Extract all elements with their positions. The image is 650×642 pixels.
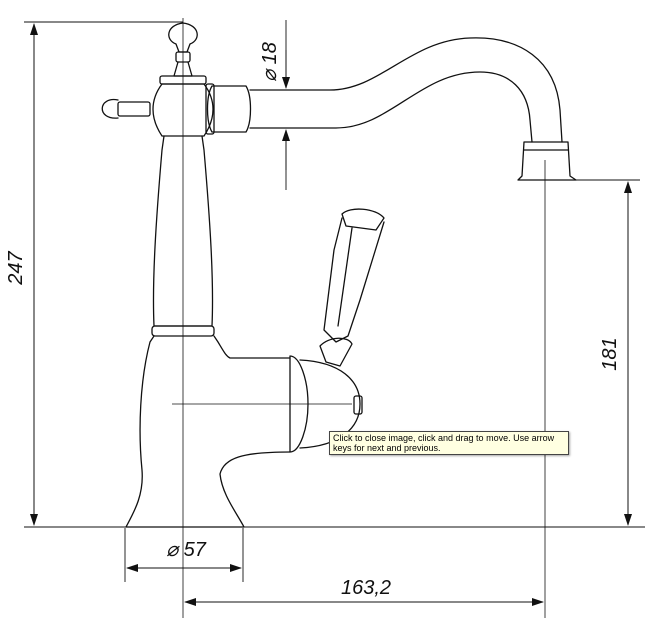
viewer-tooltip[interactable]: Click to close image, click and drag to … xyxy=(329,431,569,455)
spout-diameter-value: 18 xyxy=(259,42,281,64)
lever-tip xyxy=(341,208,385,231)
spout-collar xyxy=(206,85,252,133)
top-finial xyxy=(168,22,198,53)
extension-lines xyxy=(24,20,645,582)
head-upper-band xyxy=(159,75,207,85)
spout-diameter-label: ⌀ 18 xyxy=(259,42,281,82)
height-spout-label: 181 xyxy=(599,337,621,370)
body-mid-ring xyxy=(151,325,215,337)
left-finial xyxy=(101,98,119,119)
height-total-label: 247 xyxy=(5,250,27,285)
head-sphere xyxy=(152,83,214,137)
spout-outlet xyxy=(517,141,577,181)
base-diameter-label: ⌀ 57 xyxy=(166,539,207,561)
spout-pipe-outer xyxy=(249,37,563,143)
cartridge-housing xyxy=(289,355,309,453)
base-diameter-value: 57 xyxy=(184,539,207,561)
body-lower-right xyxy=(213,335,291,359)
reach-label: 163,2 xyxy=(341,577,391,599)
top-finial-collar xyxy=(175,51,191,63)
cartridge-cap xyxy=(353,395,363,415)
lever-highlight xyxy=(337,227,353,327)
lever-blade xyxy=(323,217,385,343)
left-finial-stem xyxy=(117,101,151,117)
center-lines xyxy=(172,18,546,618)
spout-ring xyxy=(205,83,215,135)
lever-base xyxy=(319,337,353,367)
spout-pipe-inner xyxy=(249,71,533,143)
body-lower xyxy=(125,335,291,528)
faucet-outline xyxy=(101,22,577,528)
dimension-lines xyxy=(30,23,632,606)
